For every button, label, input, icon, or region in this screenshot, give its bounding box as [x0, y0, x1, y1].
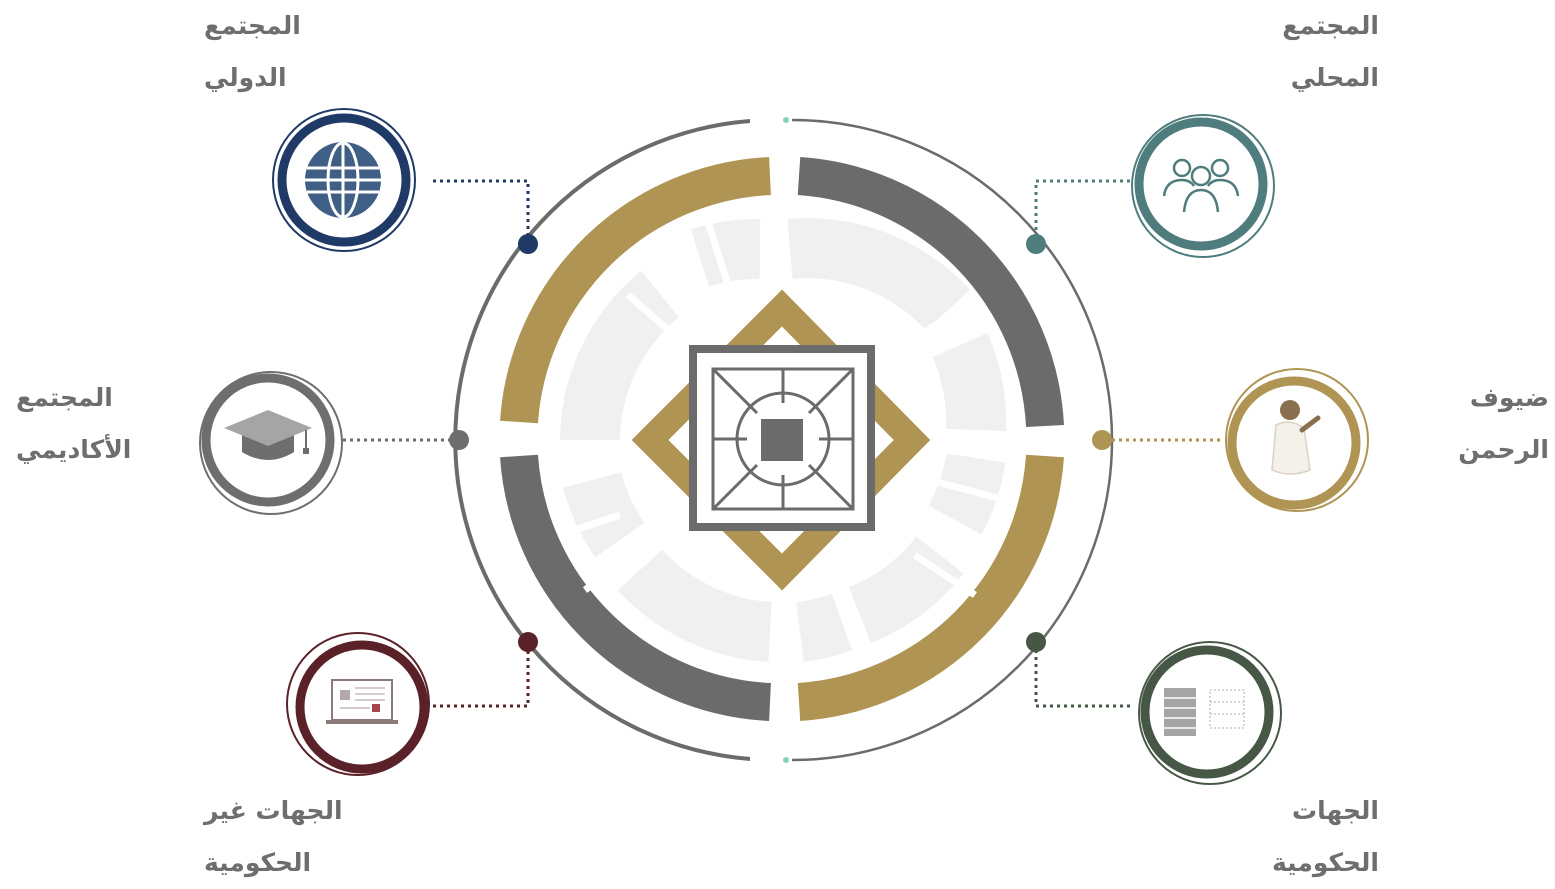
label-pilgrims-line2: الرحمن	[1458, 435, 1549, 464]
label-local-community-line2: المحلي	[1290, 63, 1379, 92]
buildings-icon	[1164, 688, 1245, 736]
praying-pilgrim-icon	[1271, 400, 1321, 475]
node-international-community[interactable]	[272, 108, 416, 252]
label-local-community-line1: المجتمع	[1282, 11, 1379, 40]
quadrant-bottom-left	[500, 454, 771, 721]
label-academic-community-line2: الأكاديمي	[16, 435, 132, 464]
node-government[interactable]	[1138, 641, 1282, 785]
label-international-community: المجتمع الدولي	[204, 0, 301, 104]
label-ngos: الجهات غير الحكومية	[204, 785, 343, 889]
connector-dot-academic	[449, 430, 469, 450]
globe-icon	[305, 141, 381, 219]
connector-ngo	[433, 650, 530, 708]
connector-government	[1034, 650, 1130, 708]
inner-ring-gaps	[558, 200, 1011, 680]
connector-dot-government	[1026, 632, 1046, 652]
label-ngos-line1: الجهات غير	[204, 796, 343, 825]
quadrant-top-left	[500, 157, 771, 424]
connector-dot-pilgrims	[1092, 430, 1112, 450]
label-government-line1: الجهات	[1292, 796, 1379, 825]
label-ngos-line2: الحكومية	[204, 848, 312, 877]
quadrant-bottom-right	[797, 454, 1064, 721]
connector-dot-ngo	[518, 632, 538, 652]
label-pilgrims-line1: ضيوف	[1469, 383, 1549, 412]
quadrant-top-right	[797, 157, 1064, 428]
node-pilgrims[interactable]	[1225, 368, 1369, 512]
islamic-geometric-emblem-icon	[631, 289, 931, 591]
graduation-cap-icon	[224, 410, 312, 460]
label-government: الجهات الحكومية	[1272, 785, 1379, 889]
node-academic-community[interactable]	[199, 371, 343, 515]
label-academic-community: المجتمع الأكاديمي	[16, 372, 131, 476]
outer-ring-top-dot	[783, 117, 789, 123]
node-local-community[interactable]	[1131, 114, 1275, 258]
people-group-icon	[1162, 158, 1240, 213]
connector-dot-international	[518, 234, 538, 254]
outer-ring-bottom-dot	[783, 757, 789, 763]
connector-local	[1034, 179, 1130, 236]
label-international-community-line1: المجتمع	[204, 11, 301, 40]
connector-dot-local	[1026, 234, 1046, 254]
laptop-article-icon	[326, 679, 398, 724]
label-government-line2: الحكومية	[1271, 848, 1379, 877]
label-pilgrims: ضيوف الرحمن	[1458, 372, 1549, 476]
label-international-community-line2: الدولي	[204, 63, 287, 92]
label-academic-community-line1: المجتمع	[16, 383, 113, 412]
node-ngos[interactable]	[286, 632, 430, 776]
connector-international	[433, 179, 530, 236]
label-local-community: المجتمع المحلي	[1282, 0, 1379, 104]
